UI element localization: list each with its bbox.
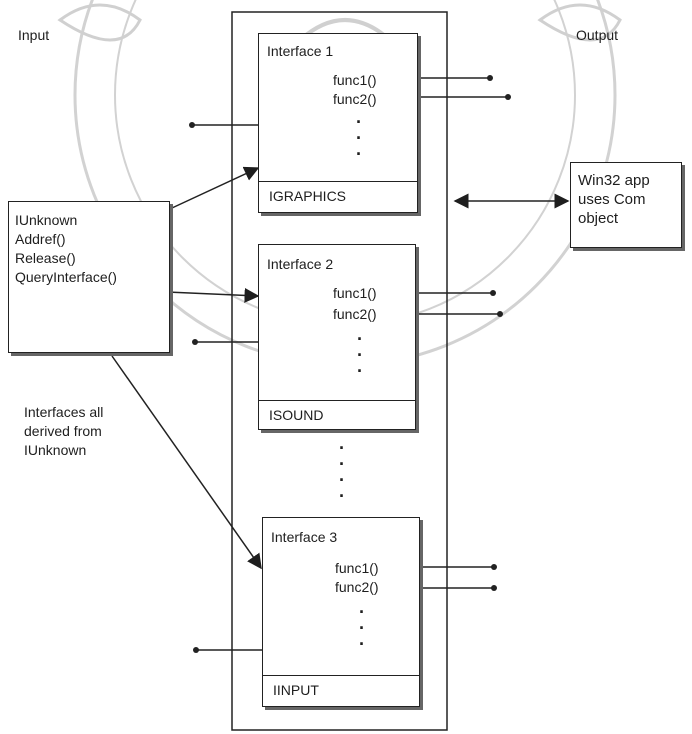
release-line: Release() (15, 249, 76, 267)
interface-footer: IGRAPHICS (259, 181, 417, 212)
func1-label: func1() (333, 71, 377, 89)
iunknown-box: IUnknown Addref() Release() QueryInterfa… (8, 201, 170, 353)
win32-app-box: Win32 app uses Com object (570, 162, 682, 248)
interface-title: Interface 1 (267, 42, 333, 60)
interface-2-box: Interface 2 func1() func2() ··· ISOUND (258, 244, 416, 430)
win32-line2: uses Com (578, 191, 646, 209)
interface-title: Interface 3 (271, 528, 337, 546)
func1-label: func1() (333, 284, 377, 302)
derived-note-line2: derived from (24, 422, 102, 440)
func2-label: func2() (335, 578, 379, 596)
more-interfaces-ellipsis: ···· (337, 440, 347, 504)
more-funcs-ellipsis: ··· (354, 114, 364, 162)
func1-label: func1() (335, 559, 379, 577)
func2-label: func2() (333, 305, 377, 323)
interface-1-box: Interface 1 func1() func2() ··· IGRAPHIC… (258, 33, 418, 213)
interface-footer: ISOUND (259, 400, 415, 429)
iunknown-line: IUnknown (15, 211, 77, 229)
win32-line1: Win32 app (578, 172, 650, 190)
arrow-to-interface3 (112, 356, 261, 568)
derived-note-line3: IUnknown (24, 441, 86, 459)
interface-name-isound: ISOUND (269, 407, 323, 423)
queryinterface-line: QueryInterface() (15, 268, 117, 286)
interface-name-iinput: IINPUT (273, 682, 319, 698)
interface-name-igraphics: IGRAPHICS (269, 188, 346, 204)
output-label: Output (576, 26, 618, 44)
more-funcs-ellipsis: ··· (357, 604, 367, 652)
addref-line: Addref() (15, 230, 66, 248)
derived-note-line1: Interfaces all (24, 403, 103, 421)
func2-label: func2() (333, 90, 377, 108)
arrow-to-interface2 (167, 292, 258, 296)
interface-footer: IINPUT (263, 675, 419, 706)
interface-3-box: Interface 3 func1() func2() ··· IINPUT (262, 517, 420, 707)
win32-line3: object (578, 210, 618, 228)
input-label: Input (18, 26, 49, 44)
more-funcs-ellipsis: ··· (355, 331, 365, 379)
arrow-to-interface1 (172, 168, 258, 208)
interface-title: Interface 2 (267, 255, 333, 273)
